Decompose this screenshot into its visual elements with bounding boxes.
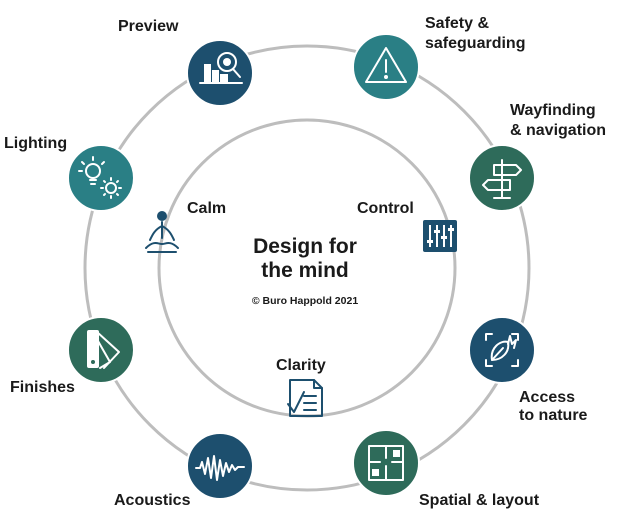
node-finishes: Finishes: [10, 316, 135, 396]
safety-label-line-1: Safety &: [425, 15, 489, 32]
signpost-icon: [482, 159, 522, 199]
copyright-text: © Buro Happold 2021: [252, 295, 358, 307]
node-preview: Preview: [118, 18, 254, 107]
acoustics-label: Acoustics: [114, 492, 191, 509]
floor-plan-icon: [368, 445, 404, 481]
calm-label: Calm: [187, 200, 226, 217]
spatial-label: Spatial & layout: [419, 492, 540, 509]
finishes-circle: [67, 316, 135, 384]
warning-triangle-icon: [365, 47, 407, 83]
access-label-line-1: Access: [519, 389, 575, 406]
node-acoustics: Acoustics: [114, 432, 254, 509]
node-access: Access to nature: [468, 316, 588, 424]
lighting-circle: [67, 144, 135, 212]
inner-clarity: Clarity: [276, 357, 326, 417]
title-line-2: the mind: [261, 259, 349, 282]
checklist-document-icon: [287, 379, 323, 417]
title-line-1: Design for: [253, 235, 357, 258]
sound-wave-icon: [195, 455, 245, 481]
center-title: Design for the mind: [253, 235, 357, 282]
sliders-icon: [423, 220, 457, 252]
inner-control: Control: [357, 200, 457, 252]
node-safety: Safety & safeguarding: [352, 15, 525, 101]
preview-circle: [186, 39, 254, 107]
magnifier-buildings-icon: [199, 52, 243, 84]
access-label-line-2: to nature: [519, 407, 588, 424]
safety-label-line-2: safeguarding: [425, 35, 525, 52]
wayfinding-label-line-2: & navigation: [510, 122, 606, 139]
wayfinding-label-line-1: Wayfinding: [510, 102, 596, 119]
node-wayfinding: Wayfinding & navigation: [468, 102, 606, 212]
spatial-circle: [352, 429, 420, 497]
node-lighting: Lighting: [4, 135, 135, 212]
clarity-label: Clarity: [276, 357, 326, 374]
outer-ring: [83, 44, 531, 492]
inner-calm: Calm: [145, 200, 226, 253]
leaves-icon: [485, 333, 519, 367]
lightbulb-sun-icon: [78, 156, 122, 199]
control-label: Control: [357, 200, 414, 217]
finishes-label: Finishes: [10, 379, 75, 396]
node-spatial: Spatial & layout: [352, 429, 540, 509]
colour-swatch-icon: [87, 330, 120, 369]
preview-label: Preview: [118, 18, 179, 35]
meditation-icon: [145, 211, 179, 253]
lighting-label: Lighting: [4, 135, 67, 152]
